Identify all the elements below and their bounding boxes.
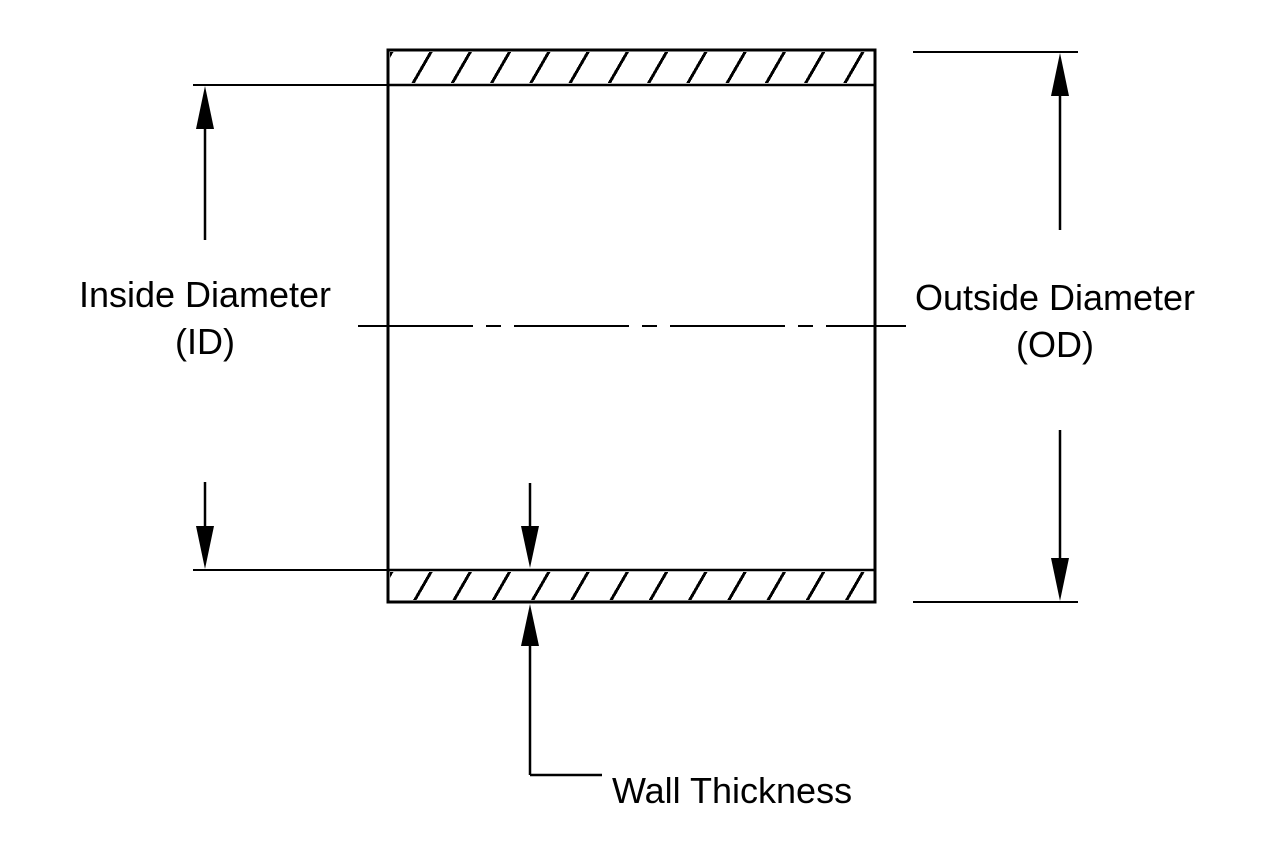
id-arrow-up-icon [196,86,214,129]
wall-thickness-label-text: Wall Thickness [612,770,853,811]
wall-thickness-arrow-down-icon [521,526,539,568]
wall-thickness-label: Wall Thickness [612,767,852,814]
inside-diameter-label: Inside Diameter (ID) [20,271,390,365]
wall-thickness-arrow-up-icon [521,604,539,646]
inside-diameter-label-text: Inside Diameter [78,274,332,315]
outside-diameter-label-text: Outside Diameter [914,277,1196,318]
tube-bottom-wall-hatch [390,572,873,600]
od-arrow-up-icon [1051,53,1069,96]
od-arrow-down-icon [1051,558,1069,601]
tube-top-wall-hatch [390,52,873,83]
outside-diameter-label: Outside Diameter (OD) [880,274,1230,368]
outside-diameter-label-abbr: (OD) [1016,324,1094,365]
inside-diameter-label-abbr: (ID) [175,321,235,362]
tube-outline [386,48,877,604]
id-arrow-down-icon [196,526,214,569]
